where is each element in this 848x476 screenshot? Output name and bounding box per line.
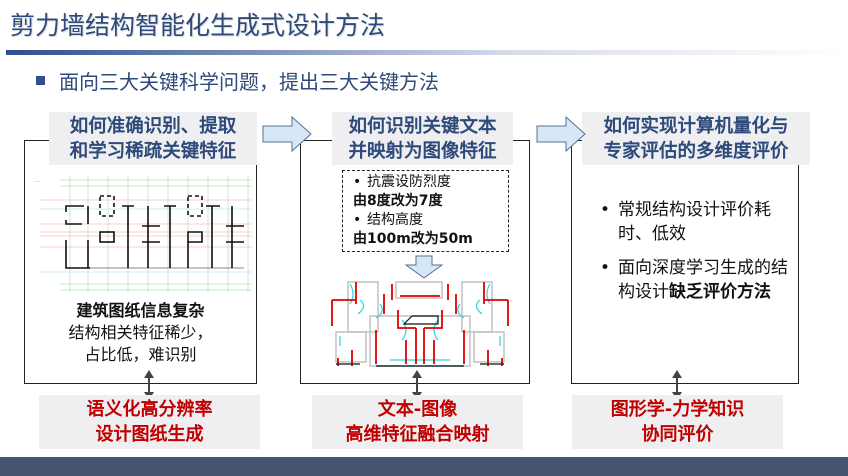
bullet-item: • 面向深度学习生成的结构设计缺乏评价方法: [600, 256, 800, 304]
method-line: 设计图纸生成: [95, 424, 204, 445]
question-header-3: 如何实现计算机量化与 专家评估的多维度评价: [582, 112, 810, 165]
method-box-2: 文本-图像 高维特征融合映射: [312, 395, 523, 449]
double-arrow-icon: [672, 370, 682, 400]
panel-evaluation: [571, 140, 799, 384]
bullet-icon: •: [600, 200, 611, 220]
bullet-text-bold: 缺乏评价方法: [669, 282, 771, 302]
method-line: 图形学-力学知识: [610, 399, 745, 420]
method-line: 文本-图像: [377, 399, 458, 420]
condition-item: • 结构高度: [353, 211, 508, 230]
condition-label: 结构高度: [367, 212, 423, 228]
architectural-drawing-image: ——: [30, 172, 252, 296]
double-arrow-icon: [412, 370, 422, 400]
method-box-1: 语义化高分辨率 设计图纸生成: [39, 395, 260, 449]
bullet-text-regular: 常规结构设计评价耗时、低效: [618, 200, 771, 244]
condition-change-box: • 抗震设防烈度 由8度改为7度 • 结构高度 由100m改为50m: [342, 170, 509, 252]
method-line: 语义化高分辨率: [86, 399, 213, 420]
bullet-icon: •: [353, 212, 362, 228]
bullet-icon: •: [600, 258, 611, 278]
bullet-icon: •: [353, 174, 362, 190]
panel-1-line-2: 占比低，难识别: [84, 345, 197, 364]
question-header-1: 如何准确识别、提取 和学习稀疏关键特征: [49, 112, 257, 165]
generated-floor-plan-image: [331, 281, 509, 367]
condition-item: • 抗震设防烈度: [353, 173, 508, 192]
condition-value: 由100m改为50m: [353, 231, 473, 247]
footer-bar: [0, 457, 848, 476]
question-header-2: 如何识别关键文本 并映射为图像特征: [332, 112, 513, 165]
condition-value: 由8度改为7度: [353, 193, 443, 209]
panel-3-bullets: • 常规结构设计评价耗时、低效 • 面向深度学习生成的结构设计缺乏评价方法: [600, 198, 800, 314]
title-underline-bar: [6, 50, 848, 55]
method-line: 协同评价: [641, 424, 714, 445]
bullet-text-regular: 面向深度学习生成的结构设计: [618, 258, 788, 302]
question-line: 专家评估的多维度评价: [603, 141, 789, 162]
svg-text:——: ——: [34, 179, 40, 183]
down-arrow-icon: [404, 255, 444, 279]
method-line: 高维特征融合映射: [345, 424, 490, 445]
question-line: 和学习稀疏关键特征: [69, 141, 237, 162]
method-box-3: 图形学-力学知识 协同评价: [572, 395, 783, 449]
double-arrow-icon: [144, 370, 154, 400]
panel-1-bold-line: 建筑图纸信息复杂: [76, 301, 205, 320]
subtitle-text: 面向三大关键科学问题，提出三大关键方法: [59, 70, 439, 94]
question-line: 并映射为图像特征: [348, 141, 497, 162]
bullet-item: • 常规结构设计评价耗时、低效: [600, 198, 800, 246]
question-line: 如何识别关键文本: [348, 116, 497, 137]
condition-label: 抗震设防烈度: [367, 174, 451, 190]
square-bullet-icon: [36, 76, 45, 85]
bullet-text: 面向深度学习生成的结构设计缺乏评价方法: [618, 256, 800, 304]
right-arrow-icon: [262, 116, 312, 152]
slide-title: 剪力墙结构智能化生成式设计方法: [10, 11, 386, 40]
panel-1-description: 建筑图纸信息复杂 结构相关特征稀少， 占比低，难识别: [24, 300, 257, 366]
right-arrow-icon: [536, 116, 586, 152]
question-line: 如何准确识别、提取: [69, 116, 237, 137]
bullet-text: 常规结构设计评价耗时、低效: [618, 198, 800, 246]
question-line: 如何实现计算机量化与: [603, 116, 789, 137]
panel-1-line-1: 结构相关特征稀少，: [68, 323, 213, 342]
subtitle: 面向三大关键科学问题，提出三大关键方法: [36, 66, 439, 95]
